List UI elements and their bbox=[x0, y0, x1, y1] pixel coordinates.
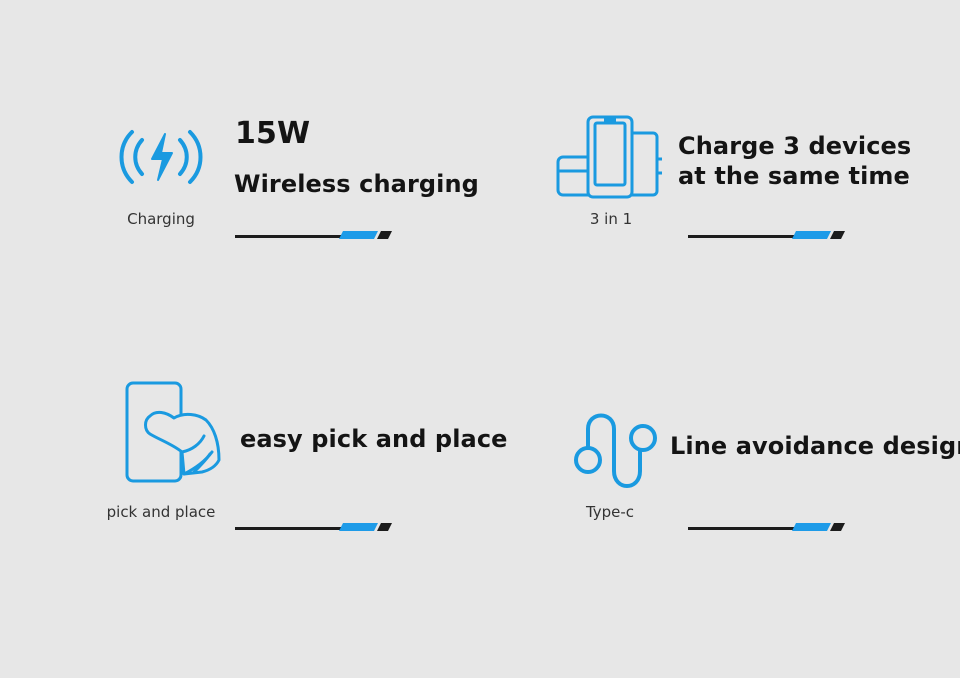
headline-wireless-charging: Wireless charging bbox=[234, 170, 479, 198]
caption-3-in-1: 3 in 1 bbox=[589, 210, 633, 228]
type-c-cable-icon bbox=[572, 405, 660, 493]
divider-underline bbox=[235, 230, 393, 240]
divider-underline bbox=[688, 230, 846, 240]
three-in-one-icon bbox=[555, 115, 665, 201]
headline-line-avoidance: Line avoidance design bbox=[670, 432, 960, 460]
caption-type-c: Type-c bbox=[585, 503, 635, 521]
hand-phone-icon bbox=[124, 380, 224, 486]
wireless-charging-icon bbox=[118, 128, 204, 186]
caption-charging: Charging bbox=[127, 210, 195, 228]
headline-charge-3-devices: Charge 3 devices bbox=[678, 132, 912, 160]
caption-pick-and-place: pick and place bbox=[106, 503, 216, 521]
divider-underline bbox=[235, 522, 393, 532]
headline-15w: 15W bbox=[235, 116, 311, 151]
divider-underline bbox=[688, 522, 846, 532]
headline-easy-pick-and-place: easy pick and place bbox=[240, 425, 508, 453]
headline-same-time: at the same time bbox=[678, 162, 910, 190]
